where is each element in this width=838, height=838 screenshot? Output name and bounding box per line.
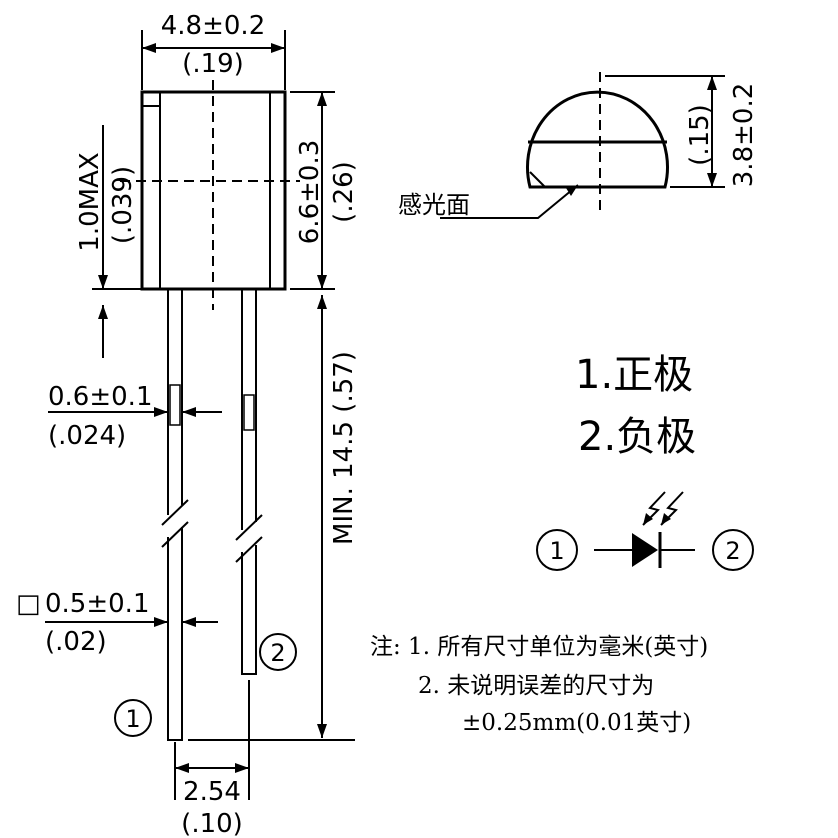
note-line2: 2. 未说明误差的尺寸为: [418, 673, 654, 699]
pin-markers: 1 2: [114, 633, 297, 737]
dome-height-in-label: (.15): [685, 104, 715, 166]
lead-offset-dimension: 1.0MAX (.039): [75, 125, 142, 358]
pin1-marker: 1: [125, 705, 140, 733]
top-view: (.15) 3.8±0.2 感光面: [398, 72, 759, 219]
lead-width-in-label: (.024): [48, 421, 126, 451]
pitch-dimension: 2.54 (.10): [174, 680, 250, 838]
height-dimension: 6.6±0.3 (.26): [290, 91, 359, 290]
dome-height-mm-label: 3.8±0.2: [729, 83, 759, 187]
diode-triangle: [632, 533, 658, 567]
notes: 注: 1. 所有尺寸单位为毫米(英寸) 2. 未说明误差的尺寸为 ±0.25mm…: [370, 634, 708, 736]
negative-label: 2.负极: [578, 414, 696, 460]
square-lead-in-label: (.02): [45, 627, 107, 657]
pitch-in-label: (.10): [181, 809, 243, 838]
width-mm-label: 4.8±0.2: [161, 11, 265, 41]
light-arrows-icon: [642, 491, 684, 526]
pin2-marker: 2: [270, 639, 285, 667]
height-in-label: (.26): [329, 161, 359, 223]
width-in-label: (.19): [182, 49, 244, 79]
square-lead-mm-label: 0.5±0.1: [45, 589, 149, 619]
sensing-surface-label: 感光面: [398, 191, 470, 219]
symbol-pin1: 1: [549, 537, 564, 565]
square-lead-dimension: □ 0.5±0.1 (.02): [16, 589, 218, 657]
note-line3: ±0.25mm(0.01英寸): [462, 710, 691, 736]
polarity-legend: 1.正极 2.负极: [575, 352, 696, 460]
lead-width-mm-label: 0.6±0.1: [48, 382, 152, 412]
photodiode-symbol: 1 2: [536, 491, 754, 571]
lead-length-dimension: MIN. 14.5 (.57): [188, 295, 359, 741]
pitch-mm-label: 2.54: [183, 777, 241, 807]
symbol-pin2: 2: [725, 537, 740, 565]
note-line1: 注: 1. 所有尺寸单位为毫米(英寸): [370, 634, 708, 660]
height-mm-label: 6.6±0.3: [295, 140, 325, 244]
lead-offset-mm-label: 1.0MAX: [75, 152, 105, 251]
square-symbol: □: [16, 589, 41, 619]
positive-label: 1.正极: [575, 352, 693, 398]
lead-width-dimension: 0.6±0.1 (.024): [48, 382, 222, 451]
lead-offset-in-label: (.039): [108, 166, 138, 244]
width-dimension: 4.8±0.2 (.19): [141, 11, 286, 90]
lead-length-label: MIN. 14.5 (.57): [329, 351, 359, 545]
leads: [161, 289, 263, 741]
component-body: [120, 80, 300, 310]
